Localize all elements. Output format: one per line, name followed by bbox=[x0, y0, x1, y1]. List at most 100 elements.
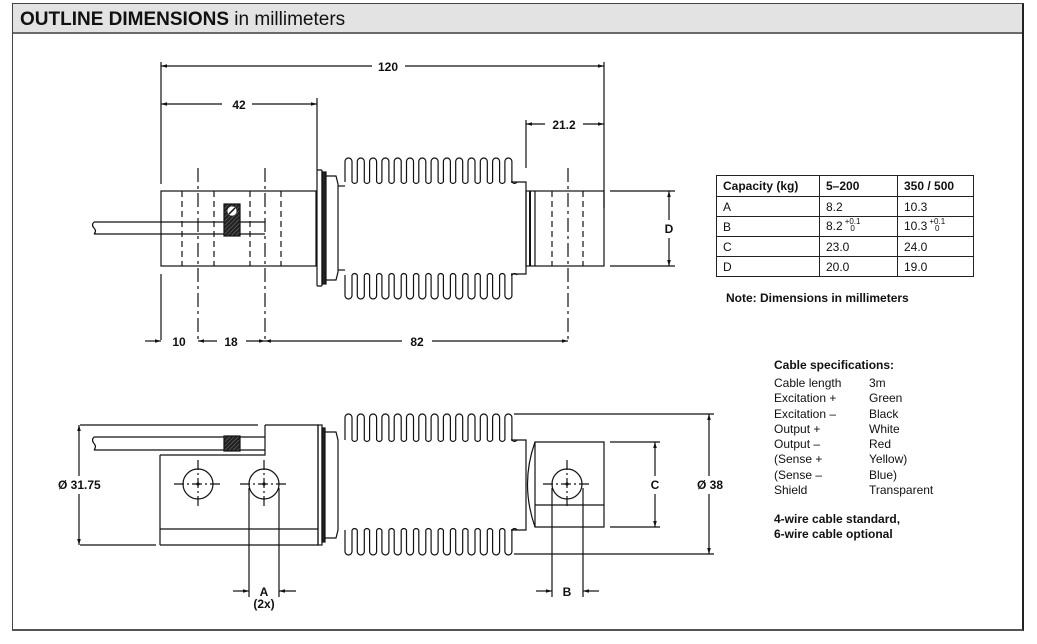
bellows-convolution bbox=[356, 157, 371, 300]
dim-diameter-left: Ø 31.75 bbox=[58, 478, 101, 492]
cell-value: 8.2 bbox=[819, 196, 898, 217]
spec-row: Output + White bbox=[774, 422, 933, 437]
cell-value: 20.0 bbox=[819, 256, 898, 277]
spec-row: Excitation –Black bbox=[774, 407, 933, 422]
capacity-table: Capacity (kg) 5–200 350 / 500 A 8.2 10.3… bbox=[716, 175, 974, 277]
bellows-convolution bbox=[442, 157, 457, 300]
spec-row: Output – Red bbox=[774, 437, 933, 452]
dim-diameter-right: Ø 38 bbox=[697, 478, 723, 492]
tolerance-lower: 0 bbox=[850, 223, 855, 233]
spec-key: Excitation + bbox=[774, 391, 837, 406]
dim-label-c: C bbox=[651, 478, 660, 492]
spec-row: Cable length 3m bbox=[774, 376, 933, 391]
bellows-convolution bbox=[455, 413, 469, 556]
dim-offset-18: 18 bbox=[224, 335, 238, 349]
spec-value: Green bbox=[869, 391, 903, 406]
bellows-convolution bbox=[418, 157, 432, 300]
dim-right-block: 21.2 bbox=[552, 118, 576, 132]
bellows-convolution bbox=[492, 413, 506, 556]
bellows-convolution bbox=[430, 413, 444, 556]
spec-key: Output – bbox=[774, 437, 821, 452]
bellows-convolution bbox=[504, 157, 518, 300]
bellows-convolution bbox=[405, 413, 420, 556]
panel-title: OUTLINE DIMENSIONS in millimeters bbox=[20, 9, 345, 31]
bellows-convolution bbox=[418, 413, 432, 556]
cell-value: 23.0 bbox=[819, 236, 898, 257]
cable-specs-title: Cable specifications: bbox=[774, 358, 895, 372]
spec-key: Cable length bbox=[774, 376, 842, 390]
cable-footer: 4-wire cable standard, 6-wire cable opti… bbox=[774, 512, 933, 542]
spec-value: Blue) bbox=[869, 467, 898, 482]
bellows-convolution bbox=[356, 413, 371, 556]
cell-value: 10.3 bbox=[897, 196, 974, 217]
bellows-convolution bbox=[455, 157, 469, 300]
bellows-convolution bbox=[430, 157, 444, 300]
bellows-convolution bbox=[492, 157, 506, 300]
cell-value: 19.0 bbox=[897, 256, 974, 277]
bellows-convolution bbox=[369, 413, 383, 556]
table-row: A 8.2 10.3 bbox=[716, 196, 974, 217]
spec-value: Red bbox=[869, 437, 892, 452]
cell-value: 10.3 bbox=[904, 219, 928, 234]
spec-key: (Sense + bbox=[774, 452, 823, 467]
outline-dimensions-panel: OUTLINE DIMENSIONS in millimeters bbox=[12, 3, 1024, 631]
bellows-convolution bbox=[479, 157, 494, 300]
bellows-top bbox=[344, 157, 518, 300]
table-row: C 23.0 24.0 bbox=[716, 236, 974, 257]
bellows-convolution bbox=[381, 157, 395, 300]
bellows-convolution bbox=[467, 413, 481, 556]
spec-value: Transparent bbox=[869, 483, 934, 498]
dim-offset-10: 10 bbox=[172, 335, 186, 349]
bellows-convolution bbox=[442, 413, 457, 556]
cable-footer-line2: 6-wire cable optional bbox=[774, 527, 893, 542]
bellows-convolution bbox=[393, 413, 407, 556]
tolerance-lower: 0 bbox=[935, 223, 940, 233]
dim-overall-length: 120 bbox=[378, 60, 398, 74]
tolerance-upper: +0.1 bbox=[844, 216, 861, 226]
top-view bbox=[91, 62, 675, 343]
table-row: D 20.0 19.0 bbox=[716, 256, 974, 277]
bellows-convolution bbox=[467, 157, 481, 300]
bellows-convolution bbox=[393, 157, 407, 300]
bellows-convolution bbox=[405, 157, 420, 300]
bellows-convolution bbox=[344, 413, 358, 556]
bellows-convolution bbox=[479, 413, 494, 556]
side-view bbox=[77, 413, 714, 597]
bellows-convolution bbox=[369, 157, 383, 300]
table-header: Capacity (kg) bbox=[716, 175, 820, 197]
row-label: D bbox=[716, 256, 820, 277]
bellows-convolution bbox=[504, 413, 518, 556]
title-subtitle: in millimeters bbox=[229, 9, 346, 30]
spec-key: Shield bbox=[774, 483, 808, 498]
row-label: A bbox=[716, 196, 820, 217]
spec-row: (Sense +Yellow) bbox=[774, 452, 933, 467]
spec-row: Shield Transparent bbox=[774, 483, 933, 498]
spec-value: 3m bbox=[869, 376, 886, 390]
spec-key: Output + bbox=[774, 421, 821, 436]
table-header: 5–200 bbox=[819, 175, 898, 197]
tolerance-upper: +0.1 bbox=[929, 216, 946, 226]
cell-value: 24.0 bbox=[897, 236, 974, 257]
cable-footer-line1: 4-wire cable standard, bbox=[774, 512, 901, 527]
row-label: C bbox=[716, 236, 820, 257]
cable-specifications: Cable specifications: Cable length 3m Exc… bbox=[774, 358, 933, 542]
spec-value: White bbox=[869, 421, 900, 436]
dim-label-d: D bbox=[665, 222, 674, 236]
row-label: B bbox=[716, 216, 820, 237]
dim-label-a-qty: (2x) bbox=[253, 597, 274, 611]
spec-row: Excitation + Green bbox=[774, 391, 933, 406]
spec-value: Black bbox=[869, 406, 899, 421]
spec-row: (Sense –Blue) bbox=[774, 468, 933, 483]
cell-value: 8.2 bbox=[826, 219, 843, 234]
table-header-row: Capacity (kg) 5–200 350 / 500 bbox=[716, 175, 974, 197]
panel-header: OUTLINE DIMENSIONS in millimeters bbox=[13, 4, 1022, 34]
bellows-bottom bbox=[344, 413, 518, 556]
dim-left-block: 42 bbox=[232, 98, 246, 112]
bellows-convolution bbox=[344, 157, 358, 300]
